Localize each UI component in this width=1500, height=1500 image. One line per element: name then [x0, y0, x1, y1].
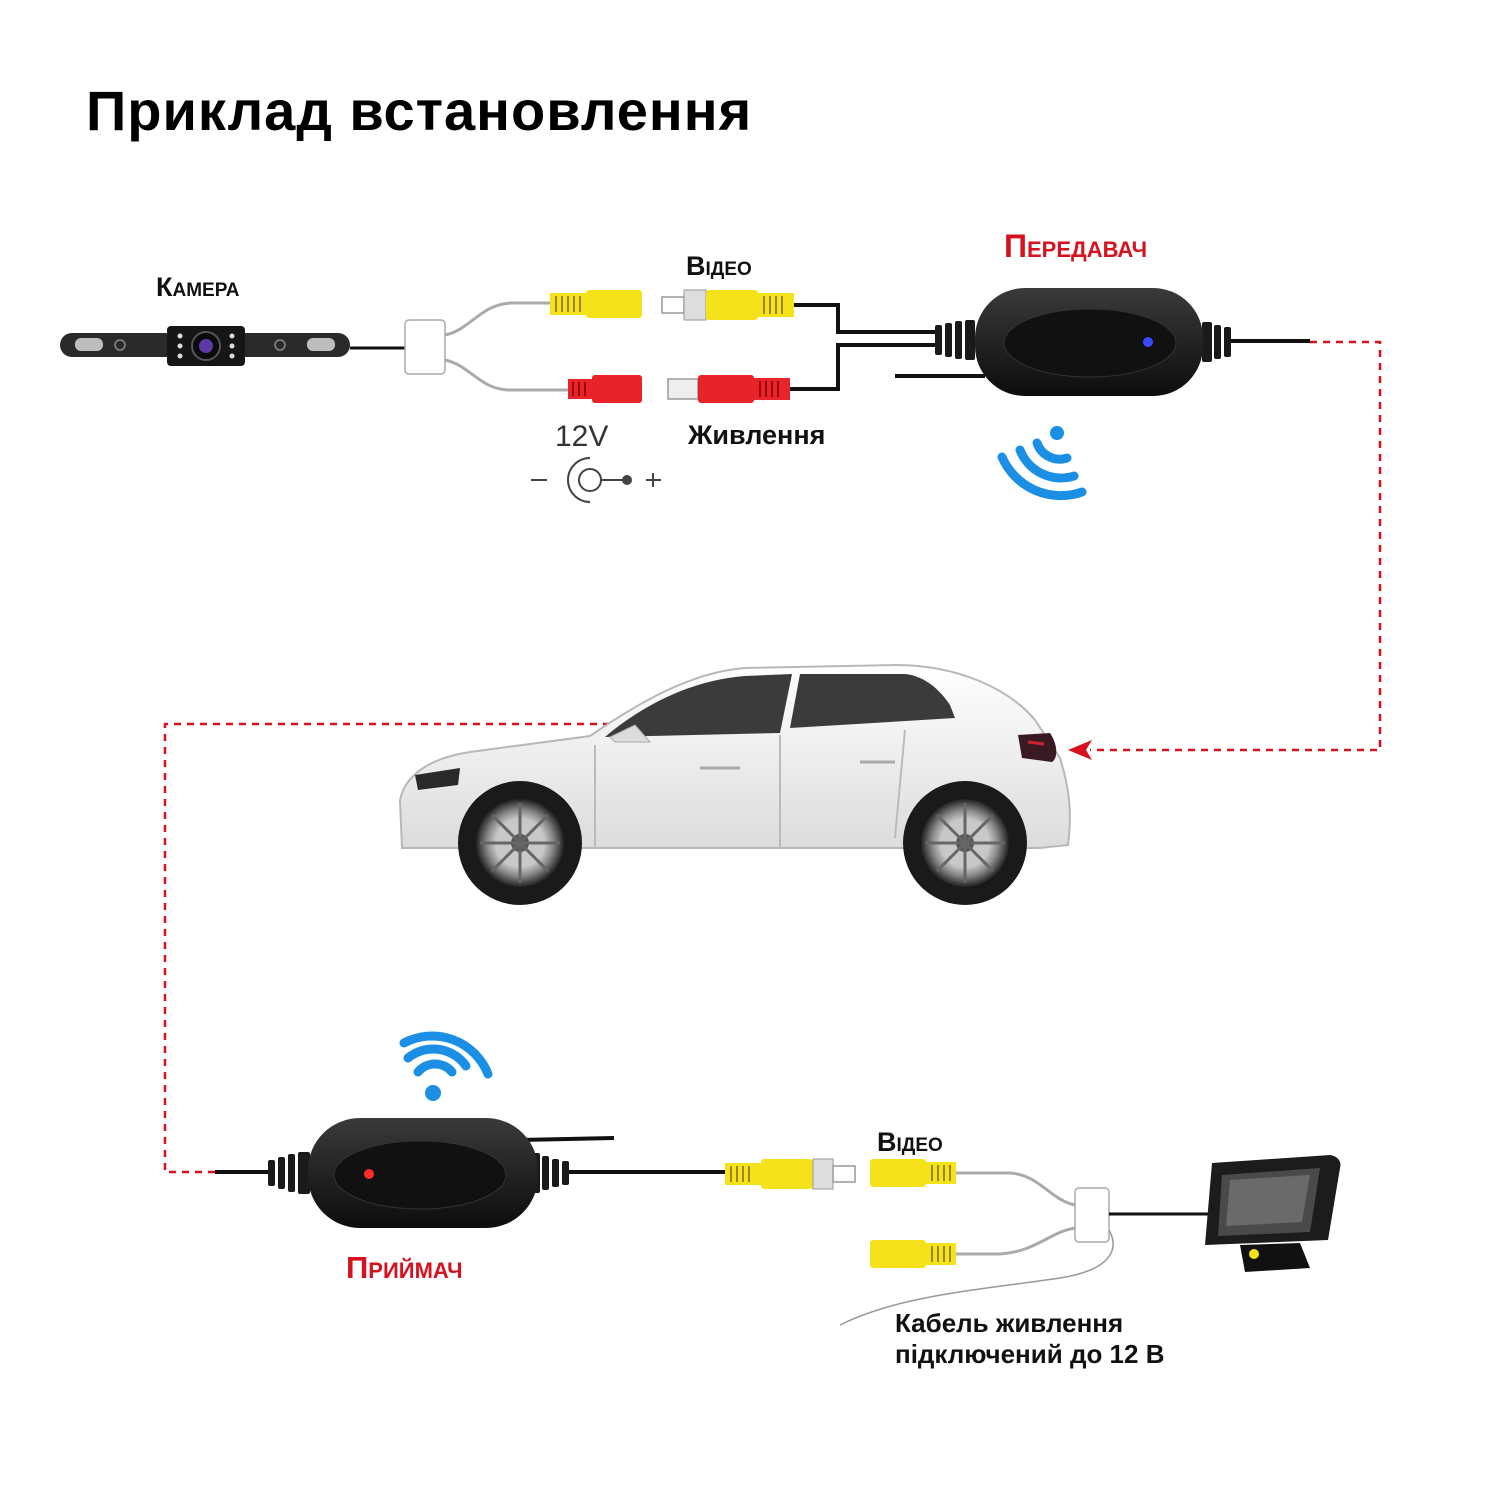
signal-path — [163, 340, 1382, 1174]
cable-note: Кабель живлення підключений до 12 В — [895, 1308, 1164, 1370]
transmitter — [895, 288, 1310, 396]
video-label-bottom: Відео — [877, 1127, 943, 1157]
monitor — [1205, 1155, 1341, 1272]
wifi-icon — [399, 1031, 493, 1101]
page-title: Приклад встановлення — [86, 79, 753, 142]
wifi-icon — [997, 426, 1087, 501]
car — [398, 663, 1071, 905]
video-connector-male-bottom — [725, 1158, 856, 1190]
power-label: Живлення — [688, 420, 826, 450]
receiver-label: Приймач — [346, 1250, 463, 1285]
power-connector-male — [667, 375, 790, 403]
power-connector-female — [568, 375, 642, 403]
video-connector-female-bottom — [870, 1159, 956, 1268]
dc-jack-icon — [531, 457, 661, 503]
transmitter-label: Передавач — [1004, 228, 1148, 264]
cable-note-line2: підключений до 12 В — [895, 1339, 1165, 1369]
signal-arrow-car-rear — [1068, 740, 1092, 760]
video-connector-female-top — [550, 290, 642, 318]
voltage-label: 12V — [555, 420, 609, 453]
cable-note-line1: Кабель живлення — [895, 1308, 1124, 1338]
video-label-top: Відео — [686, 251, 752, 281]
camera — [60, 326, 350, 366]
video-connector-male-top — [661, 289, 794, 321]
splitter-bottom — [839, 1171, 1210, 1326]
receiver — [215, 1118, 725, 1228]
splitter-top — [404, 301, 570, 392]
camera-label: Камера — [156, 272, 240, 302]
